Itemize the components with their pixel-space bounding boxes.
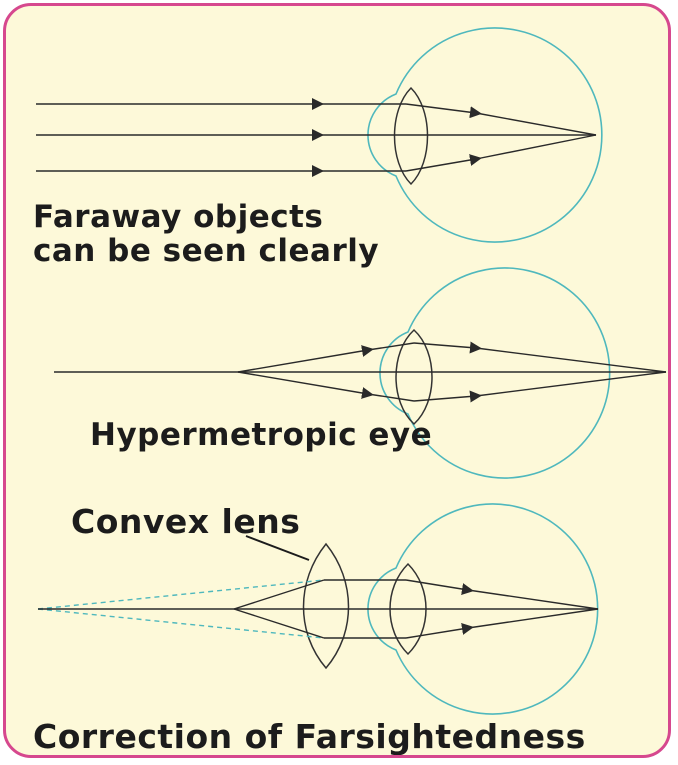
eyeball-outline: [367, 27, 603, 243]
eyeball-outline: [379, 267, 611, 479]
virtual-ray-lower: [37, 608, 325, 639]
eye-lens: [393, 86, 429, 186]
refracted-ray-upper: [405, 579, 474, 595]
convex-lens: [302, 542, 350, 670]
refracted-ray-top: [405, 103, 482, 119]
caption-normal-line-1: Faraway objects: [33, 199, 324, 235]
refracted-ray-bottom: [405, 154, 482, 172]
refracted-ray-lower: [405, 623, 474, 639]
object-ray-lower: [233, 608, 325, 639]
object-ray-lower: [237, 371, 374, 399]
eyeball-outline: [367, 503, 599, 715]
panel-correction: [37, 503, 599, 715]
diagram-card: Faraway objects can be seen clearly Hype…: [3, 3, 671, 758]
object-ray-upper: [237, 345, 374, 373]
caption-normal-line-2: can be seen clearly: [33, 233, 380, 269]
caption-correction: Correction of Farsightedness: [33, 717, 586, 756]
object-ray-upper: [233, 579, 325, 610]
eye-lens: [395, 328, 433, 426]
panel-hypermetropic-eye: [54, 267, 667, 479]
virtual-ray-upper: [37, 579, 325, 610]
optics-diagram: [36, 27, 667, 715]
eye-lens: [389, 562, 427, 656]
convex-lens-label: Convex lens: [71, 502, 301, 541]
refracted-ray-upper: [413, 341, 482, 354]
panel-normal-eye: [36, 27, 603, 243]
convex-lens-pointer: [245, 535, 310, 561]
caption-hypermetropic: Hypermetropic eye: [90, 417, 433, 453]
refracted-ray-lower: [413, 390, 482, 403]
